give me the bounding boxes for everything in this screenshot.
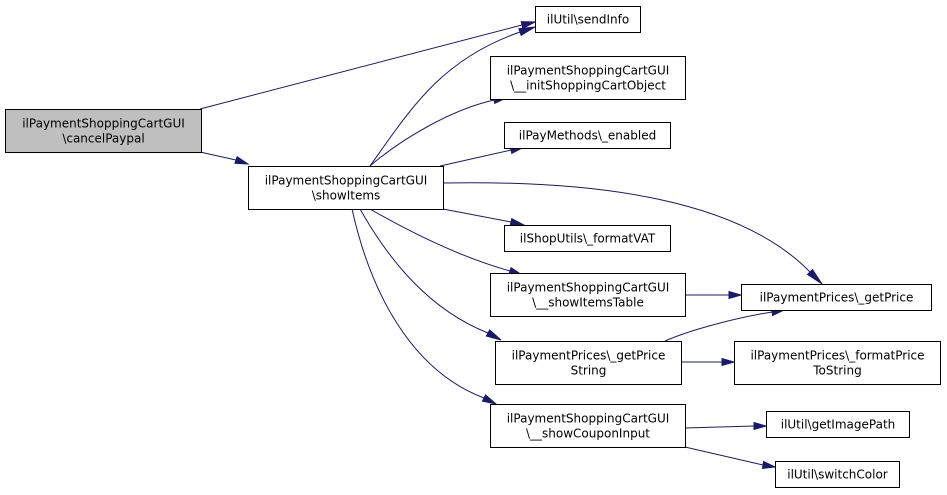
node-label: \__showItemsTable <box>532 296 644 310</box>
node-label: \cancelPaypal <box>62 132 144 146</box>
arrowhead-icon <box>234 155 250 165</box>
node-label: ilPaymentShoppingCartGUI <box>507 64 670 78</box>
node-box <box>504 122 671 149</box>
arrowhead-icon <box>761 460 777 470</box>
edge-line <box>359 208 489 334</box>
arrowhead-icon <box>485 329 502 341</box>
node-label: ilPaymentPrices\_getPrice <box>512 349 666 363</box>
arrowhead-icon <box>753 421 768 431</box>
node-box <box>766 411 910 438</box>
node-cancelPaypal[interactable]: ilPaymentShoppingCartGUI\cancelPaypal <box>5 109 202 153</box>
edge-line <box>199 151 237 161</box>
node-box <box>248 166 444 210</box>
node-label: \__initShoppingCartObject <box>510 79 666 93</box>
edge-showCouponInput-to-switchColor <box>684 446 777 470</box>
node-label: ilPaymentShoppingCartGUI <box>265 174 428 188</box>
node-box <box>775 461 900 488</box>
node-getPrice[interactable]: ilPaymentPrices\_getPrice <box>741 284 932 311</box>
node-label: ilPaymentShoppingCartGUI <box>22 117 185 131</box>
node-box <box>490 273 686 317</box>
node-initCart[interactable]: ilPaymentShoppingCartGUI\__initShoppingC… <box>490 56 686 100</box>
edge-line <box>439 149 512 167</box>
edge-line <box>199 24 523 110</box>
arrowhead-icon <box>518 26 536 37</box>
node-label: \__showCouponInput <box>526 427 650 441</box>
arrowhead-icon <box>520 21 537 30</box>
arrowhead-icon <box>728 290 743 300</box>
node-showCouponInput[interactable]: ilPaymentShoppingCartGUI\__showCouponInp… <box>490 404 686 448</box>
edge-line <box>369 208 511 272</box>
arrowhead-icon <box>806 268 823 285</box>
node-label: ilPaymentPrices\_formatPrice <box>750 349 924 363</box>
edge-getPriceString-to-formatPriceToString <box>681 357 736 367</box>
edge-line <box>351 208 485 399</box>
node-box <box>535 6 641 33</box>
edge-showItemsTable-to-getPrice <box>685 290 743 300</box>
node-box <box>490 56 686 100</box>
node-box <box>504 225 671 252</box>
arrowhead-icon <box>481 394 498 405</box>
node-label: ToString <box>812 364 861 378</box>
node-showItems[interactable]: ilPaymentShoppingCartGUI\showItems <box>248 166 444 210</box>
edge-line <box>442 208 512 223</box>
edge-showCouponInput-to-getImagePath <box>684 421 768 431</box>
node-switchColor[interactable]: ilUtil\switchColor <box>775 461 900 488</box>
node-label: ilPaymentPrices\_getPrice <box>760 291 914 305</box>
node-label: ilPaymentShoppingCartGUI <box>507 281 670 295</box>
edge-line <box>442 182 811 273</box>
edge-cancelPaypal-to-showItems <box>199 151 250 165</box>
node-showItemsTable[interactable]: ilPaymentShoppingCartGUI\__showItemsTabl… <box>490 273 686 317</box>
edge-line <box>664 311 773 342</box>
node-getImagePath[interactable]: ilUtil\getImagePath <box>766 411 910 438</box>
node-sendInfo[interactable]: ilUtil\sendInfo <box>535 6 641 33</box>
edge-showItems-to-sendInfo <box>369 26 536 167</box>
node-box <box>5 109 202 153</box>
arrowhead-icon <box>721 357 736 367</box>
edge-showItems-to-showItemsTable <box>369 208 524 276</box>
node-label: ilPaymentShoppingCartGUI <box>507 412 670 426</box>
node-label: ilPayMethods\_enabled <box>519 129 656 143</box>
nodes-layer: ilPaymentShoppingCartGUI\cancelPaypalilU… <box>5 6 941 488</box>
edge-cancelPaypal-to-sendInfo <box>199 21 537 110</box>
node-box <box>490 404 686 448</box>
node-enabled[interactable]: ilPayMethods\_enabled <box>504 122 671 149</box>
edge-showItems-to-showCouponInput <box>351 208 498 405</box>
edge-showItems-to-formatVAT <box>442 208 526 226</box>
node-label: ilUtil\getImagePath <box>781 418 896 432</box>
node-box <box>495 341 682 385</box>
edge-line <box>684 425 755 429</box>
edge-showItems-to-enabled <box>439 146 526 167</box>
edge-line <box>369 31 521 167</box>
node-label: \showItems <box>312 189 381 203</box>
edge-showItems-to-getPrice <box>442 182 823 285</box>
node-label: ilUtil\switchColor <box>787 468 888 482</box>
edge-line <box>369 99 495 167</box>
node-label: String <box>571 364 607 378</box>
arrowhead-icon <box>509 217 526 226</box>
node-formatVAT[interactable]: ilShopUtils\_formatVAT <box>504 225 671 252</box>
edge-line <box>684 446 764 466</box>
node-label: ilShopUtils\_formatVAT <box>520 232 656 246</box>
edge-showItems-to-getPriceString <box>359 208 502 341</box>
node-box <box>734 341 941 385</box>
node-box <box>741 284 932 311</box>
node-label: ilUtil\sendInfo <box>547 13 629 27</box>
